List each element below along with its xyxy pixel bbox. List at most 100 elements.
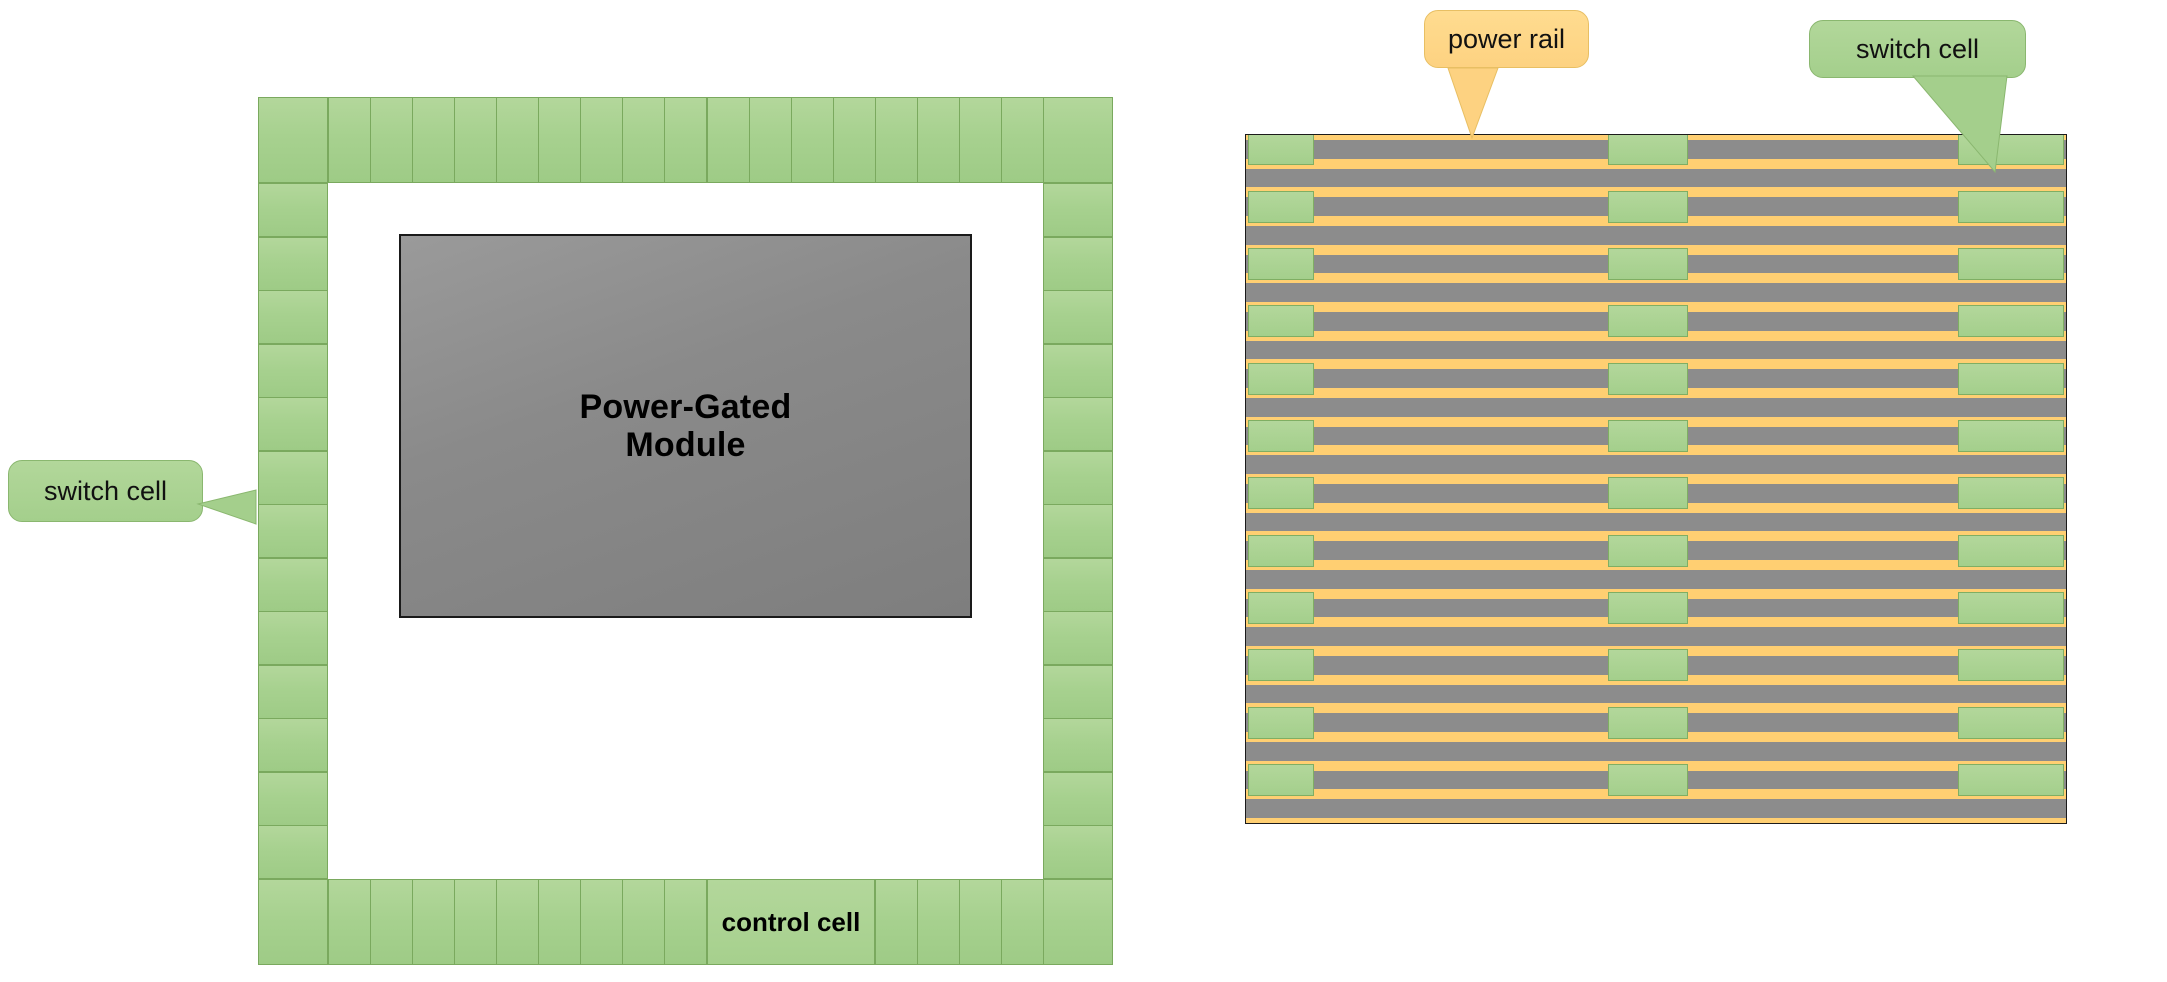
ring-cell-top (959, 97, 1002, 183)
switch-cell (1248, 763, 1314, 797)
ring-cell-left (258, 397, 328, 451)
module-label-line1: Power-Gated (579, 387, 792, 426)
power-rail-row (1246, 684, 2066, 704)
power-rail-row (1246, 340, 2066, 360)
ring-cell-bottom (454, 879, 497, 965)
ring-cell-bottom (580, 879, 623, 965)
ring-cell-left (258, 665, 328, 719)
power-rail-row (1246, 569, 2066, 589)
ring-cell-corner-bl (258, 879, 328, 965)
callout-pointer-icon (1447, 67, 1499, 140)
callout-bubble: power rail (1424, 10, 1589, 68)
ring-cell-top (875, 97, 918, 183)
switch-cell (1608, 135, 1688, 166)
ring-cell-top (707, 97, 750, 183)
callout-switch-cell-right: switch cell (1809, 20, 2026, 174)
ring-cell-right (1043, 397, 1113, 451)
ring-cell-bottom (496, 879, 539, 965)
ring-cell-left (258, 451, 328, 505)
ring-cell-top (496, 97, 539, 183)
power-rail-row (1246, 225, 2066, 245)
switch-cell (1608, 591, 1688, 625)
switch-cell (1958, 706, 2064, 739)
ring-cell-right (1043, 558, 1113, 612)
switch-cell (1608, 305, 1688, 338)
ring-cell-bottom (875, 879, 918, 965)
power-rail-row (1246, 283, 2066, 303)
switch-cell (1608, 534, 1688, 567)
power-rail-row (1246, 455, 2066, 475)
switch-cell (1958, 649, 2064, 682)
ring-cell-top (412, 97, 455, 183)
switch-cell (1608, 477, 1688, 510)
power-rail-row (1246, 168, 2066, 188)
ring-cell-bottom (917, 879, 960, 965)
switch-cell (1248, 706, 1314, 739)
switch-cell (1958, 305, 2064, 338)
switch-cell (1608, 247, 1688, 281)
ring-cell-bottom (370, 879, 413, 965)
right-diagram (1245, 134, 2067, 824)
switch-cell (1248, 190, 1314, 223)
switch-cell (1958, 591, 2064, 625)
ring-cell-right (1043, 718, 1113, 772)
ring-cell-top (1001, 97, 1044, 183)
switch-cell (1248, 649, 1314, 682)
power-rail-row (1246, 741, 2066, 761)
ring-cell-top (370, 97, 413, 183)
power-rail-row (1246, 397, 2066, 417)
ring-cell-left (258, 504, 328, 558)
switch-cell (1958, 190, 2064, 223)
ring-cell-left (258, 611, 328, 665)
ring-cell-right (1043, 772, 1113, 826)
ring-cell-top (833, 97, 876, 183)
ring-cell-corner-tr (1043, 97, 1113, 183)
ring-cell-right (1043, 665, 1113, 719)
ring-cell-left (258, 718, 328, 772)
power-gated-module: Power-Gated Module (399, 234, 972, 618)
ring-cell-top (791, 97, 834, 183)
callout-label: switch cell (43, 475, 168, 506)
ring-cell-left (258, 825, 328, 879)
ring-cell-left (258, 290, 328, 344)
callout-switch-cell-left: switch cell (8, 460, 257, 525)
ring-cell-left (258, 558, 328, 612)
ring-cell-left (258, 183, 328, 237)
ring-cell-top (538, 97, 581, 183)
switch-cell (1248, 419, 1314, 453)
switch-cell (1248, 362, 1314, 395)
ring-cell-top (580, 97, 623, 183)
switch-cell (1608, 763, 1688, 797)
callout-power-rail: power rail (1424, 10, 1589, 140)
left-diagram: Power-Gated Module control cell switch c… (8, 97, 1113, 965)
ring-cell-bottom (664, 879, 707, 965)
switch-cell (1958, 247, 2064, 281)
callout-bubble: switch cell (8, 460, 203, 522)
ring-cell-bottom (959, 879, 1002, 965)
switch-cell (1958, 419, 2064, 453)
switch-cell (1608, 362, 1688, 395)
ring-cell-bottom (622, 879, 665, 965)
switch-cell (1248, 247, 1314, 281)
ring-cell-bottom (412, 879, 455, 965)
ring-cell-corner-br (1043, 879, 1113, 965)
ring-cell-bottom (538, 879, 581, 965)
ring-cell-top (622, 97, 665, 183)
switch-cell (1248, 534, 1314, 567)
callout-pointer-icon (1911, 75, 2008, 174)
callout-pointer-icon (196, 489, 257, 525)
switch-cell (1958, 477, 2064, 510)
ring-cell-top (454, 97, 497, 183)
switch-cell (1608, 706, 1688, 739)
module-label-line2: Module (625, 426, 746, 464)
ring-cell-right (1043, 237, 1113, 291)
ring-cell-top (917, 97, 960, 183)
power-rail-row (1246, 512, 2066, 532)
switch-cell (1608, 419, 1688, 453)
switch-cell (1248, 135, 1314, 166)
switch-cell (1608, 190, 1688, 223)
switch-cell-ring (258, 97, 1113, 965)
ring-cell-right (1043, 451, 1113, 505)
ring-cell-right (1043, 825, 1113, 879)
ring-cell-right (1043, 183, 1113, 237)
